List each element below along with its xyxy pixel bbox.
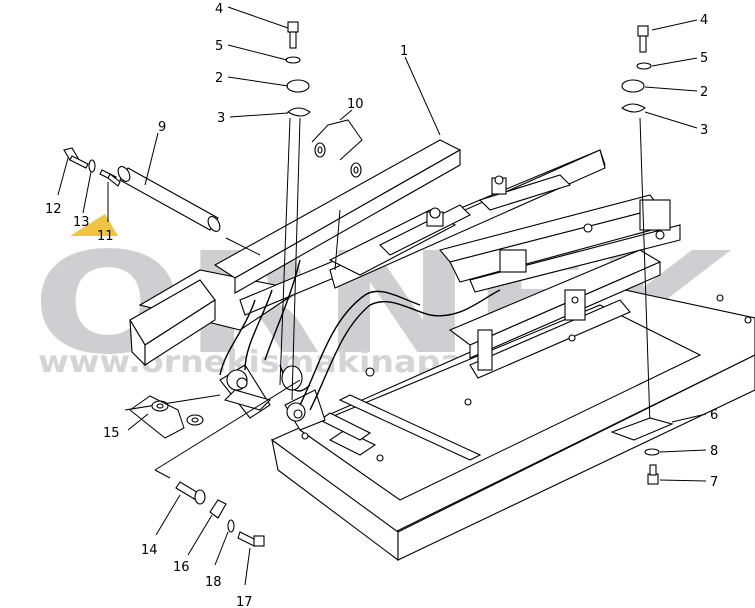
- part-14-pin: [175, 481, 206, 505]
- callout-12: 12: [45, 202, 62, 217]
- part-9-pin: [117, 166, 221, 232]
- part-11-small-pin: [99, 169, 121, 187]
- callout-5-left: 5: [215, 39, 223, 54]
- callout-14: 14: [141, 543, 158, 558]
- callout-2-left: 2: [215, 71, 223, 86]
- part-13-washer: [88, 159, 96, 173]
- callout-2-right: 2: [700, 85, 708, 100]
- part-3-left-plate: [287, 107, 311, 117]
- part-4-left-bolt: [287, 21, 299, 49]
- callout-9: 9: [158, 120, 166, 135]
- frame-drawing: [124, 117, 755, 562]
- part-12-bolt: [63, 147, 89, 169]
- part-2-left-plate: [286, 79, 310, 93]
- part-10-washers: [311, 119, 363, 178]
- callout-16: 16: [173, 560, 190, 575]
- callout-4-right: 4: [700, 13, 708, 28]
- callout-8: 8: [710, 444, 718, 459]
- part-15-washers: [129, 395, 204, 439]
- callout-3-left: 3: [217, 111, 225, 126]
- part-2-right-plate: [621, 79, 645, 93]
- part-18-washer: [227, 519, 235, 533]
- callout-17: 17: [236, 595, 253, 608]
- part-3-right-plate: [621, 103, 646, 113]
- callout-7: 7: [710, 475, 718, 490]
- callout-11: 11: [97, 229, 114, 244]
- part-5-right-washer: [636, 62, 652, 70]
- part-8-washer: [644, 448, 660, 456]
- parts: [63, 21, 674, 547]
- part-6-plate: [610, 417, 674, 441]
- part-5-left-washer: [285, 56, 301, 64]
- callout-10: 10: [347, 97, 364, 112]
- watermark-accent-triangle: [70, 214, 118, 236]
- callout-5-right: 5: [700, 51, 708, 66]
- part-7-bolt: [647, 464, 659, 485]
- part-17-bolt: [237, 531, 265, 547]
- callout-3-right: 3: [700, 123, 708, 138]
- callout-15: 15: [103, 426, 120, 441]
- part-16-clip: [209, 499, 227, 519]
- callout-13: 13: [73, 215, 90, 230]
- callout-18: 18: [205, 575, 222, 590]
- part-4-right-bolt: [637, 25, 649, 53]
- callout-1: 1: [400, 44, 408, 59]
- callout-4-left: 4: [215, 2, 223, 17]
- callout-6: 6: [710, 408, 718, 423]
- callouts: 1 4 5 2 3 4 5 2 3 6 8 7 9 10 11 12 13 15: [45, 2, 718, 608]
